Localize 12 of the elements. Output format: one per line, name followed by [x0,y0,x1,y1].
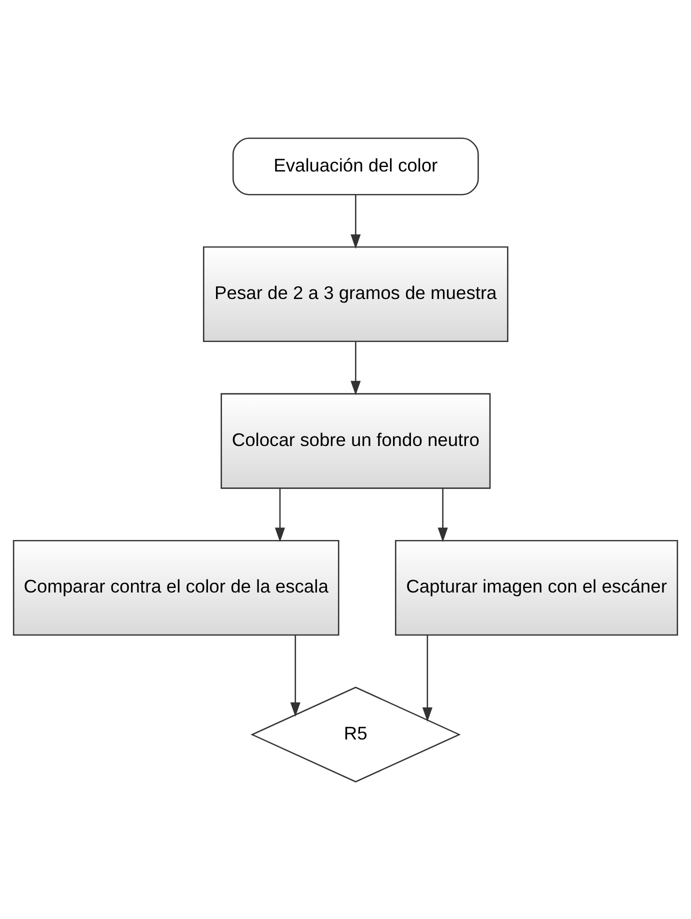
node-box: Capturar imagen con el escáner [394,539,678,636]
arrow [290,634,300,716]
node-box: Pesar de 2 a 3 gramos de muestra [202,246,508,342]
node-box: Comparar contra el color de la escala [12,539,340,636]
arrow [274,488,286,542]
node-box: Colocar sobre un fondo neutro [220,392,491,488]
node-box: Evaluación del color [232,137,479,195]
node-diamond: R5 [250,686,461,782]
arrow [350,340,361,395]
arrow [422,634,432,722]
arrow [350,194,361,248]
arrow [438,488,448,542]
